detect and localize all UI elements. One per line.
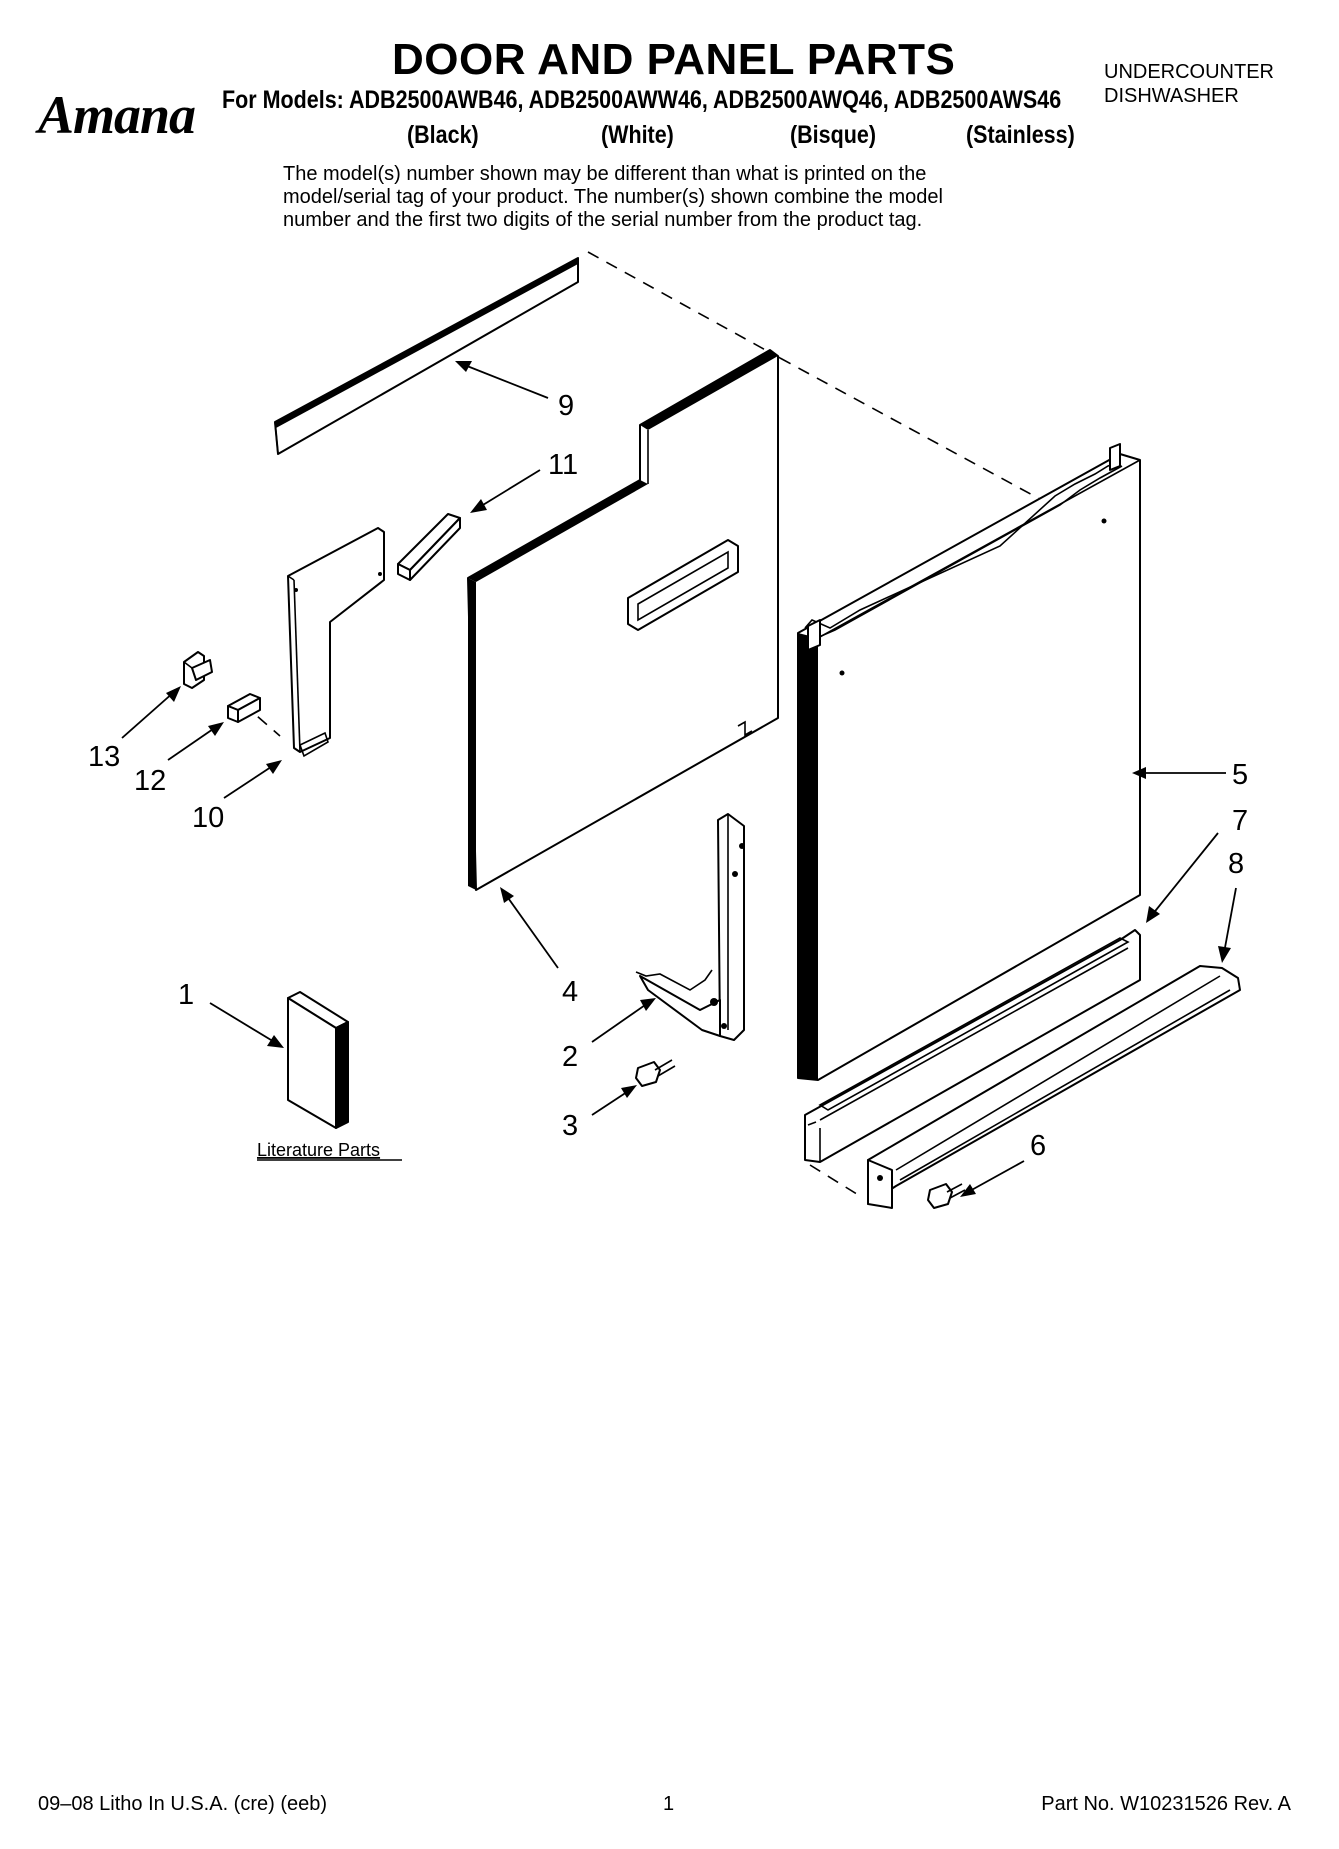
model-number-note: The model(s) number shown may be differe… — [283, 163, 1133, 232]
leader-lines — [121, 361, 1237, 1197]
callout-5: 5 — [1232, 759, 1248, 791]
part-1-literature-pack — [287, 991, 349, 1129]
callout-10: 10 — [192, 802, 224, 834]
literature-parts-label: Literature Parts — [257, 1140, 380, 1160]
part-10-side-bracket — [287, 527, 385, 758]
callout-13: 13 — [88, 741, 120, 773]
product-category: UNDERCOUNTER DISHWASHER — [1104, 60, 1274, 108]
part-4-inner-door-panel — [467, 349, 779, 891]
variant-stainless: (Stainless) — [966, 121, 1075, 149]
note-line-2: model/serial tag of your product. The nu… — [283, 186, 943, 208]
callout-9: 9 — [558, 390, 574, 422]
part-11-spacer-block — [397, 513, 461, 581]
part-3-screw — [635, 1059, 676, 1087]
category-line-1: UNDERCOUNTER — [1104, 61, 1274, 83]
callout-11: 11 — [548, 449, 578, 481]
part-5-outer-door-panel — [797, 443, 1141, 1081]
callout-7: 7 — [1232, 805, 1248, 837]
amana-logo: Amana — [38, 85, 196, 145]
variant-white: (White) — [601, 121, 674, 149]
part-12-small-block — [227, 693, 261, 723]
category-line-2: DISHWASHER — [1104, 85, 1239, 107]
variant-black: (Black) — [407, 121, 479, 149]
page-title: DOOR AND PANEL PARTS — [392, 35, 956, 84]
note-line-1: The model(s) number shown may be differe… — [283, 163, 927, 185]
callout-labels: 1 2 3 4 5 6 7 8 9 10 11 12 13 Literature… — [88, 390, 1248, 1162]
callout-2: 2 — [562, 1041, 578, 1073]
callout-8: 8 — [1228, 848, 1244, 880]
part-number: Part No. W10231526 Rev. A — [1041, 1793, 1291, 1815]
note-line-3: number and the first two digits of the s… — [283, 209, 923, 231]
part-7-lower-trim — [804, 929, 1141, 1163]
callout-4: 4 — [562, 976, 578, 1008]
part-6-screw — [927, 1183, 966, 1209]
callout-12: 12 — [134, 765, 166, 797]
callout-3: 3 — [562, 1110, 578, 1142]
callout-6: 6 — [1030, 1130, 1046, 1162]
part-13-clip — [183, 651, 213, 689]
part-9-trim-strip — [274, 257, 579, 455]
part-2-hinge-bracket — [635, 813, 745, 1041]
callout-1: 1 — [178, 979, 194, 1011]
part-8-toe-panel — [867, 965, 1241, 1209]
page-number: 1 — [663, 1793, 675, 1815]
litho-info: 09–08 Litho In U.S.A. (cre) (eeb) — [38, 1793, 328, 1815]
model-list: For Models: ADB2500AWB46, ADB2500AWW46, … — [222, 86, 1062, 114]
variant-bisque: (Bisque) — [790, 121, 876, 149]
